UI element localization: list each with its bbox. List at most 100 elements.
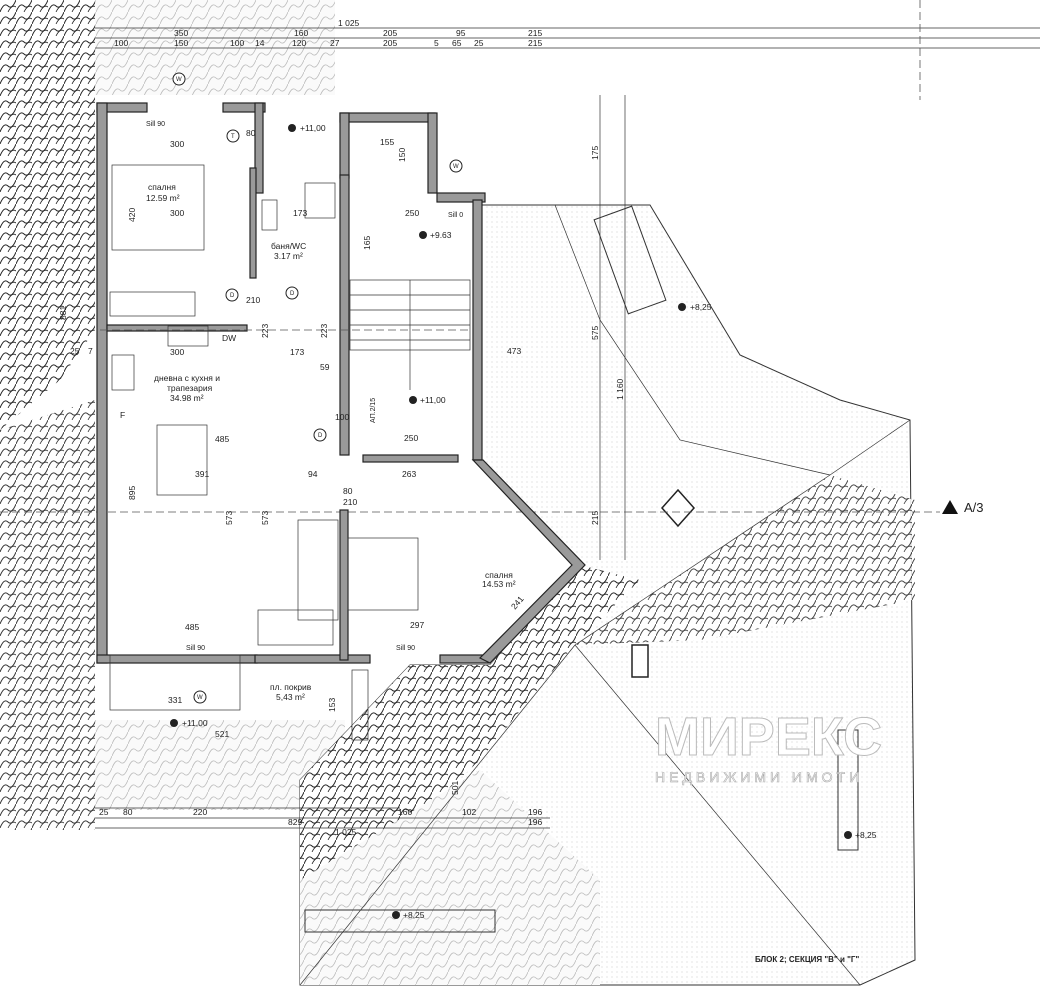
- dimension-label: 420: [127, 208, 137, 222]
- dimension-label: 501: [450, 781, 460, 795]
- dimension-label: 100: [335, 412, 349, 422]
- dimension-label: 65: [452, 38, 462, 48]
- dimension-label: 297: [410, 620, 424, 630]
- dimension-label: 150: [397, 148, 407, 162]
- dimension-label: 95: [456, 28, 466, 38]
- room-name-living: дневна с кухня и: [154, 373, 220, 383]
- dishwasher-label: DW: [222, 333, 236, 343]
- window-tag: W: [176, 77, 182, 83]
- dimension-label: 300: [170, 208, 184, 218]
- dimension-label: 485: [185, 622, 199, 632]
- dimension-label: 895: [127, 486, 137, 500]
- room-name-flat-roof: пл. покрив: [270, 682, 312, 692]
- dimension-label: 473: [507, 346, 521, 356]
- dimension-label: 100: [114, 38, 128, 48]
- dimension-label: 220: [193, 807, 207, 817]
- dimension-label: 215: [528, 28, 542, 38]
- dimension-label: 14: [255, 38, 265, 48]
- room-area-bathroom: 3.17 m²: [274, 251, 303, 261]
- dimension-label: 250: [404, 433, 418, 443]
- window-tag: W: [197, 695, 203, 701]
- dimension-label: 153: [327, 698, 337, 712]
- dimension-label: 27: [330, 38, 340, 48]
- dimension-label: 485: [215, 434, 229, 444]
- elevation-label: +8,25: [690, 302, 712, 312]
- dimension-label: 100: [230, 38, 244, 48]
- elevation-marks: +11,00 +9.63 +11,00 +8,25 +11,00 +8,25 +…: [170, 123, 877, 920]
- dimension-label: 223: [260, 324, 270, 338]
- dimension-label: 573: [224, 511, 234, 525]
- dimension-label: 5: [434, 38, 439, 48]
- dimension-label: 210: [246, 295, 260, 305]
- door-tag: D: [230, 293, 235, 299]
- window-tag: W: [453, 164, 459, 170]
- room-name-living-2: трапезария: [167, 383, 213, 393]
- dimension-label: 80: [246, 128, 256, 138]
- dimension-texts: 1 025 350 160 205 95 215 100 150 100 14 …: [58, 18, 625, 837]
- dimension-label: 300: [170, 139, 184, 149]
- section-marker: A/3: [942, 500, 984, 515]
- dimension-label: 173: [293, 208, 307, 218]
- elevation-label: +11,00: [182, 718, 208, 728]
- symbol-labels: DW F W W W D D D T Sill 90 Sill 90 Sill …: [120, 72, 463, 704]
- dimension-label: 165: [362, 236, 372, 250]
- dimension-label: 350: [174, 28, 188, 38]
- watermark-logo: МИРЕКС НЕДВИЖИМИ ИМОТИ: [655, 707, 883, 786]
- fixtures: [100, 164, 471, 741]
- dimension-lines: [0, 0, 1040, 829]
- dimension-label: 80: [123, 807, 133, 817]
- dimension-label: 215: [528, 38, 542, 48]
- dimension-label: 241: [509, 594, 526, 612]
- elevation-label: +11,00: [300, 123, 326, 133]
- roof-hip-right: [299, 204, 916, 986]
- elevation-label: +11,00: [420, 395, 446, 405]
- sill-label: Sill 90: [186, 645, 205, 652]
- room-name-bedroom-1: спалня: [148, 182, 176, 192]
- dimension-label: 160: [294, 28, 308, 38]
- dimension-label: 223: [319, 324, 329, 338]
- dimension-label: 94: [308, 469, 318, 479]
- room-area-living: 34.98 m²: [170, 393, 204, 403]
- apartment-label: АП.2/15: [370, 398, 377, 423]
- dimension-label: 881: [58, 306, 68, 320]
- dimension-label: 1 025: [335, 827, 357, 837]
- dimension-label: 1 025: [338, 18, 360, 28]
- dimension-label: 300: [170, 347, 184, 357]
- room-area-bedroom-1: 12.59 m²: [146, 193, 180, 203]
- staircase: [349, 279, 471, 390]
- dimension-label: 263: [402, 469, 416, 479]
- dimension-label: 205: [383, 28, 397, 38]
- dimension-label: 7: [88, 346, 93, 356]
- block-label: БЛОК 2; СЕКЦИЯ "В" и "Г": [755, 955, 859, 964]
- sill-label: Sill 90: [146, 121, 165, 128]
- dimension-label: 196: [528, 807, 542, 817]
- watermark-text: МИРЕКС: [655, 707, 882, 767]
- dimension-label: 173: [290, 347, 304, 357]
- dimension-label: 120: [292, 38, 306, 48]
- dimension-label: 160: [398, 807, 412, 817]
- watermark-subtext: НЕДВИЖИМИ ИМОТИ: [655, 769, 863, 785]
- dimension-label: 215: [590, 511, 600, 525]
- door-tag: T: [231, 134, 235, 140]
- dimension-label: 175: [590, 146, 600, 160]
- dimension-label: 25: [70, 346, 80, 356]
- dimension-label: 1 160: [615, 378, 625, 400]
- dimension-label: 331: [168, 695, 182, 705]
- door-tag: D: [290, 291, 295, 297]
- dimension-label: 59: [320, 362, 330, 372]
- roof-tiles-left: [0, 0, 345, 830]
- dimension-label: 829: [288, 817, 302, 827]
- room-name-bedroom-2: спалня: [485, 570, 513, 580]
- dimension-label: 150: [174, 38, 188, 48]
- dimension-label: 250: [405, 208, 419, 218]
- fridge-label: F: [120, 410, 125, 420]
- dimension-label: 205: [383, 38, 397, 48]
- elevation-label: +8,25: [855, 830, 877, 840]
- dimension-label: 575: [590, 326, 600, 340]
- dimension-label: 25: [474, 38, 484, 48]
- room-area-bedroom-2: 14.53 m²: [482, 579, 516, 589]
- dimension-label: 25: [99, 807, 109, 817]
- room-labels: спалня 12.59 m² баня/WC 3.17 m² дневна с…: [146, 182, 516, 702]
